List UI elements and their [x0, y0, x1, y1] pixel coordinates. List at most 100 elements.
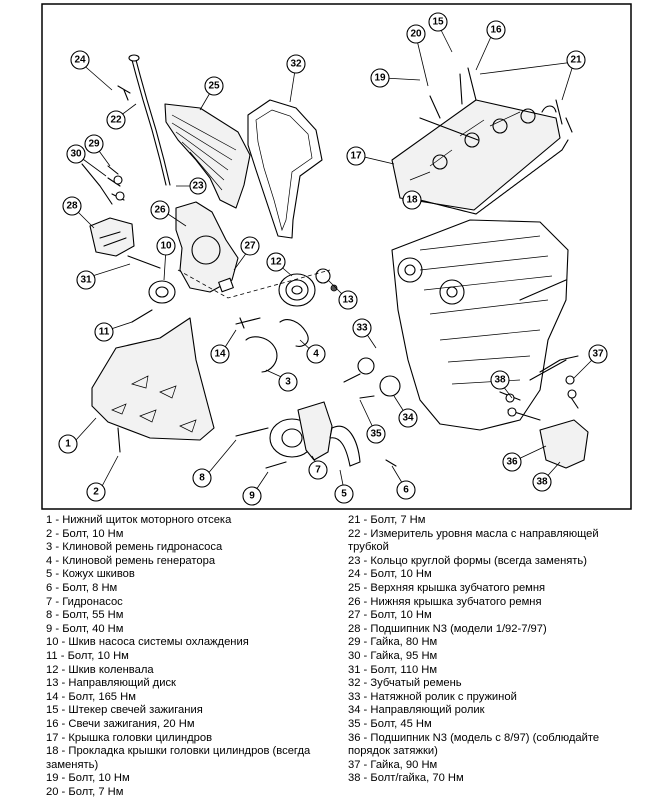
svg-text:33: 33 [356, 323, 368, 334]
callout-9: 9 [242, 486, 262, 506]
legend-item-text: Болт, 7 Нм [370, 514, 426, 526]
legend-item: 37 - Гайка, 90 Нм [348, 759, 632, 773]
svg-text:34: 34 [402, 413, 414, 424]
legend-item-separator: - [360, 568, 371, 581]
callout-2: 2 [86, 482, 106, 502]
legend-item-text: Болт, 40 Нм [62, 622, 124, 635]
svg-text:38: 38 [536, 477, 548, 488]
callout-8: 8 [192, 468, 212, 488]
water-pump-pulley [148, 280, 176, 304]
svg-text:16: 16 [490, 25, 502, 36]
legend-item: 21 - Болт, 7 Нм [348, 514, 632, 528]
svg-text:28: 28 [66, 201, 78, 212]
legend-item-separator: - [58, 745, 69, 758]
svg-text:25: 25 [208, 81, 220, 92]
legend-item-number: 12 [46, 663, 59, 676]
callout-32: 32 [286, 54, 306, 74]
legend-item-number: 16 [46, 717, 59, 730]
legend-item-number: 19 [46, 772, 59, 785]
svg-text:2: 2 [93, 487, 99, 498]
legend-item-number: 33 [348, 690, 361, 703]
alt-belt [279, 319, 309, 347]
legend-item-number: 5 [46, 568, 53, 581]
legend-item-number: 8 [46, 609, 53, 622]
legend-item: 31 - Болт, 110 Нм [348, 664, 632, 678]
legend-item-number: 9 [46, 622, 53, 635]
svg-text:9: 9 [249, 491, 255, 502]
legend-item-text: Клиновой ремень гидронасоса [62, 541, 223, 554]
callout-35: 35 [366, 424, 386, 444]
legend-item-separator: - [52, 609, 63, 622]
legend-item: 32 - Зубчатый ремень [348, 677, 632, 691]
legend-item-text: Направляющий диск [68, 677, 176, 690]
svg-text:32: 32 [290, 59, 302, 70]
svg-text:14: 14 [214, 349, 226, 360]
legend-item-text: Нижний щиток моторного отсека [62, 514, 232, 526]
legend-item-text: Зубчатый ремень [370, 677, 462, 690]
svg-text:37: 37 [592, 349, 604, 360]
legend-item-number: 27 [348, 609, 361, 622]
legend-item-text: Болт, 7 Нм [68, 785, 124, 798]
exploded-engine-diagram: 1 2 3 4 5 6 7 8 9 10 11 12 13 14 15 16 1… [41, 3, 632, 510]
svg-text:8: 8 [199, 473, 205, 484]
legend-item-text: Гайка, 80 Нм [370, 636, 438, 649]
legend-item-number: 34 [348, 704, 361, 717]
lower-engine-shield [91, 317, 215, 441]
legend-item-separator: - [360, 581, 371, 594]
legend-item-separator: - [58, 704, 69, 717]
legend-item-separator: - [58, 772, 69, 785]
legend-item-text: Шкив насоса системы охлаждения [68, 636, 249, 649]
svg-text:13: 13 [342, 295, 354, 306]
legend-item: 13 - Направляющий диск [46, 677, 336, 691]
legend-item-separator: - [52, 527, 63, 540]
callout-14: 14 [210, 344, 230, 364]
legend-item-separator: - [360, 595, 371, 608]
legend-item-separator: - [360, 636, 371, 649]
legend-item-text: Болт, 10 Нм [370, 568, 432, 581]
callout-26: 26 [150, 200, 170, 220]
callout-1: 1 [58, 434, 78, 454]
legend-item-text: Нижняя крышка зубчатого ремня [370, 595, 542, 608]
callout-21: 21 [566, 50, 586, 70]
svg-text:38: 38 [494, 375, 506, 386]
legend-item-number: 26 [348, 595, 361, 608]
legend-item-separator: - [58, 717, 69, 730]
legend-item-separator: - [360, 758, 371, 771]
svg-text:23: 23 [192, 181, 204, 192]
legend-item-text: Болт/гайка, 70 Нм [370, 772, 464, 785]
legend-item-separator: - [360, 772, 371, 785]
legend-item: 5 - Кожух шкивов [46, 568, 336, 582]
legend-item-text: Штекер свечей зажигания [68, 704, 203, 717]
legend-item-number: 14 [46, 690, 59, 703]
svg-text:17: 17 [350, 151, 362, 162]
legend-item-text: Болт, 10 Нм [67, 649, 129, 662]
callout-20: 20 [406, 24, 426, 44]
legend-item: 10 - Шкив насоса системы охлаждения [46, 636, 336, 650]
legend-item: 15 - Штекер свечей зажигания [46, 704, 336, 718]
callout-5: 5 [334, 484, 354, 504]
legend-item-number: 35 [348, 717, 361, 730]
callout-4: 4 [306, 344, 326, 364]
callout-11: 11 [94, 322, 114, 342]
legend-item-number: 22 [348, 527, 361, 540]
svg-text:18: 18 [406, 195, 418, 206]
callout-36: 36 [502, 452, 522, 472]
callout-12: 12 [266, 252, 286, 272]
callout-13: 13 [338, 290, 358, 310]
callout-17: 17 [346, 146, 366, 166]
legend-item-text: Крышка головки цилиндров [68, 731, 213, 744]
legend-item-number: 23 [348, 554, 361, 567]
svg-text:11: 11 [99, 327, 110, 338]
legend-item-text: Болт, 10 Нм [370, 609, 432, 622]
legend-item-number: 18 [46, 745, 59, 758]
legend-item-separator: - [360, 677, 371, 690]
legend-item-text: Болт, 55 Нм [62, 609, 124, 622]
legend-item: 2 - Болт, 10 Нм [46, 528, 336, 542]
legend-item: 36 - Подшипник N3 (модель с 8/97) (соблю… [348, 732, 632, 759]
callout-30: 30 [66, 144, 86, 164]
svg-text:12: 12 [270, 257, 282, 268]
legend-item-text: Болт, 45 Нм [370, 717, 432, 730]
svg-text:10: 10 [160, 241, 172, 252]
ps-pump [297, 401, 333, 461]
